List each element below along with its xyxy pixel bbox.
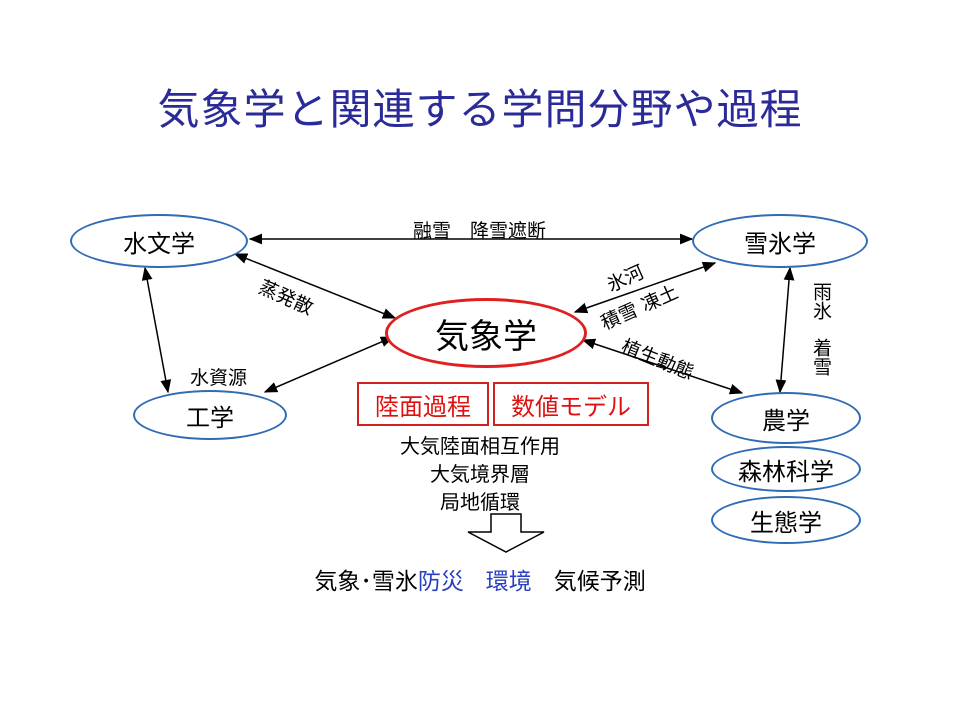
applications-line: 気象･雪氷防災 環境 気候予測: [0, 562, 960, 596]
label-frost: 着雪: [810, 338, 832, 376]
topic-list: 大気陸面相互作用 大気境界層 局地循環: [380, 432, 580, 516]
arrow-meteorology-agriculture: [581, 338, 744, 395]
box-numerical-model: 数値モデル: [493, 382, 649, 426]
topic-item: 大気境界層: [430, 462, 530, 486]
label-rain-ice: 雨氷: [810, 282, 832, 320]
arrow-snowice-agriculture: [775, 266, 795, 394]
node-snow-ice: 雪氷学: [692, 214, 868, 268]
node-agriculture: 農学: [711, 392, 861, 444]
application-meteo-snow: 気象･雪氷: [314, 569, 418, 595]
application-disaster: 防災: [417, 569, 464, 595]
topic-item: 大気陸面相互作用: [400, 434, 560, 458]
arrow-snowice-meteorology: [573, 261, 717, 314]
application-climate: 気候予測: [553, 569, 646, 595]
arrow-engineering-meteorology: [263, 336, 395, 393]
node-ecology: 生態学: [711, 496, 861, 544]
node-forestry: 森林科学: [711, 446, 861, 492]
arrow-hydrology-meteorology: [233, 253, 397, 319]
box-land-process: 陸面過程: [357, 382, 489, 426]
down-arrow: [467, 513, 545, 553]
page-title: 気象学と関連する学問分野や過程: [157, 85, 803, 134]
label-water-resources: 水資源: [190, 367, 248, 389]
node-engineering: 工学: [133, 390, 287, 440]
application-environment: 環境: [485, 569, 532, 595]
topic-item: 局地循環: [440, 490, 520, 514]
arrow-hydrology-engineering: [141, 266, 172, 394]
node-meteorology: 気象学: [385, 298, 587, 368]
node-hydrology: 水文学: [70, 214, 248, 268]
label-hydro-snow: 融雪 降雪遮断: [413, 220, 547, 242]
